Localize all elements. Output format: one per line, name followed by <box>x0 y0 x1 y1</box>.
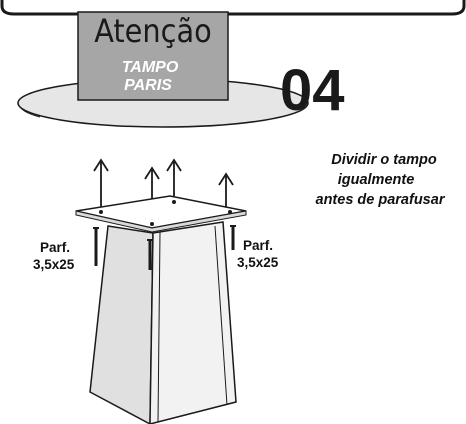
attention-sign: Atenção TAMPO PARIS <box>77 11 229 101</box>
screw-icon <box>93 227 99 266</box>
step-number: 04 <box>280 58 345 123</box>
tabletop-edge <box>17 102 41 118</box>
up-arrow-icon <box>93 158 109 208</box>
instruction-line-2: igualmente <box>338 172 415 188</box>
pedestal-base <box>89 221 237 424</box>
screw-label-right-1: Parf. <box>243 238 273 253</box>
base-top-plate-edge <box>75 210 247 233</box>
attention-sign-panel <box>77 11 229 101</box>
screw-label-left-1: Parf. <box>40 240 70 255</box>
attention-sign-subtitle-1: TAMPO <box>122 59 179 76</box>
attention-sign-subtitle-2: PARIS <box>124 77 172 94</box>
instruction-line-3: antes de parafusar <box>316 192 446 208</box>
screws <box>93 225 236 270</box>
attention-sign-title: Atenção <box>94 12 211 50</box>
pedestal-left-face <box>89 225 154 424</box>
screw-holes <box>99 200 232 226</box>
header-frame <box>0 0 466 16</box>
screw-icon <box>147 239 153 270</box>
screw-label-right-2: 3,5x25 <box>237 255 279 270</box>
screw-icon <box>230 225 236 250</box>
screw-label-left-2: 3,5x25 <box>33 257 75 272</box>
pedestal-right-face <box>149 221 237 424</box>
instruction-line-1: Dividir o tampo <box>331 152 437 168</box>
